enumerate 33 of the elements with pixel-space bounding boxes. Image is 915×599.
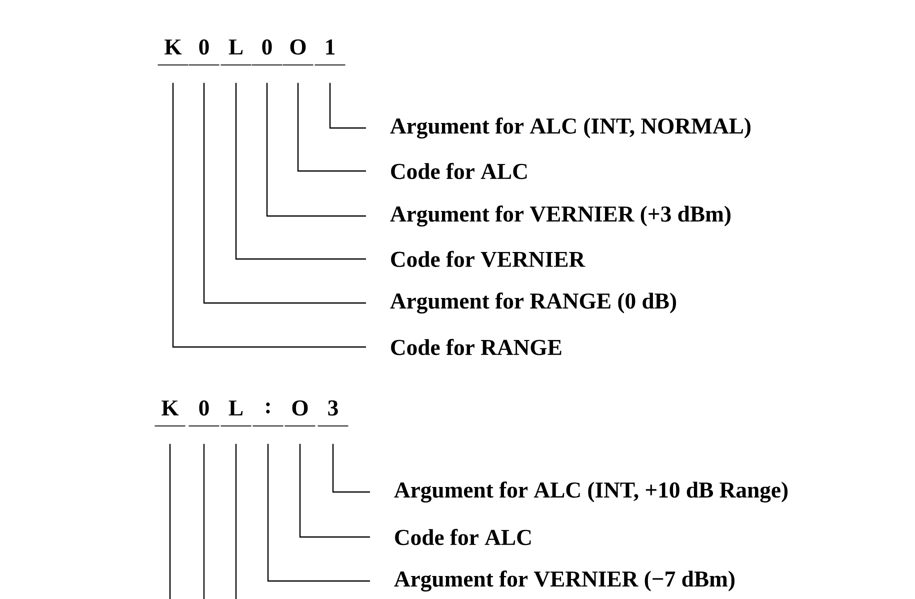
description-text: Argument for ALC (INT, NORMAL) (390, 118, 750, 138)
description-text: Code for RANGE (391, 338, 562, 356)
code-character: : (252, 402, 284, 426)
code-character: 1 (314, 40, 346, 66)
leader-line (266, 82, 366, 217)
code-character: 0 (188, 39, 220, 66)
code-character: 3 (317, 400, 349, 426)
code-character: O (282, 39, 314, 66)
leader-line (297, 82, 366, 172)
leader-line (332, 444, 370, 493)
description-text: Code for ALC (395, 528, 531, 546)
code-character: L (220, 40, 252, 66)
description-text: Code for ALC (391, 162, 527, 180)
description-text: Code for VERNIER (391, 250, 586, 268)
leader-line (169, 444, 171, 599)
description-text: Argument for ALC (INT, +10 dB Range) (394, 482, 788, 502)
leader-line (203, 82, 366, 304)
leader-line (172, 82, 366, 348)
leader-line (267, 444, 370, 582)
leader-line (299, 444, 370, 538)
code-character: K (157, 40, 189, 66)
code-character: 0 (251, 39, 283, 66)
description-text: Argument for RANGE (0 dB) (390, 292, 676, 314)
code-character: K (154, 400, 186, 426)
leader-line (235, 82, 366, 260)
description-text: Argument for VERNIER (+3 dBm) (390, 206, 730, 226)
leader-line (203, 444, 205, 599)
code-character: L (220, 400, 252, 426)
code-character: 0 (188, 400, 220, 426)
leader-line (329, 82, 366, 129)
code-character: O (284, 400, 316, 426)
leader-line (235, 444, 237, 599)
description-text: Argument for VERNIER (−7 dBm) (394, 570, 734, 592)
